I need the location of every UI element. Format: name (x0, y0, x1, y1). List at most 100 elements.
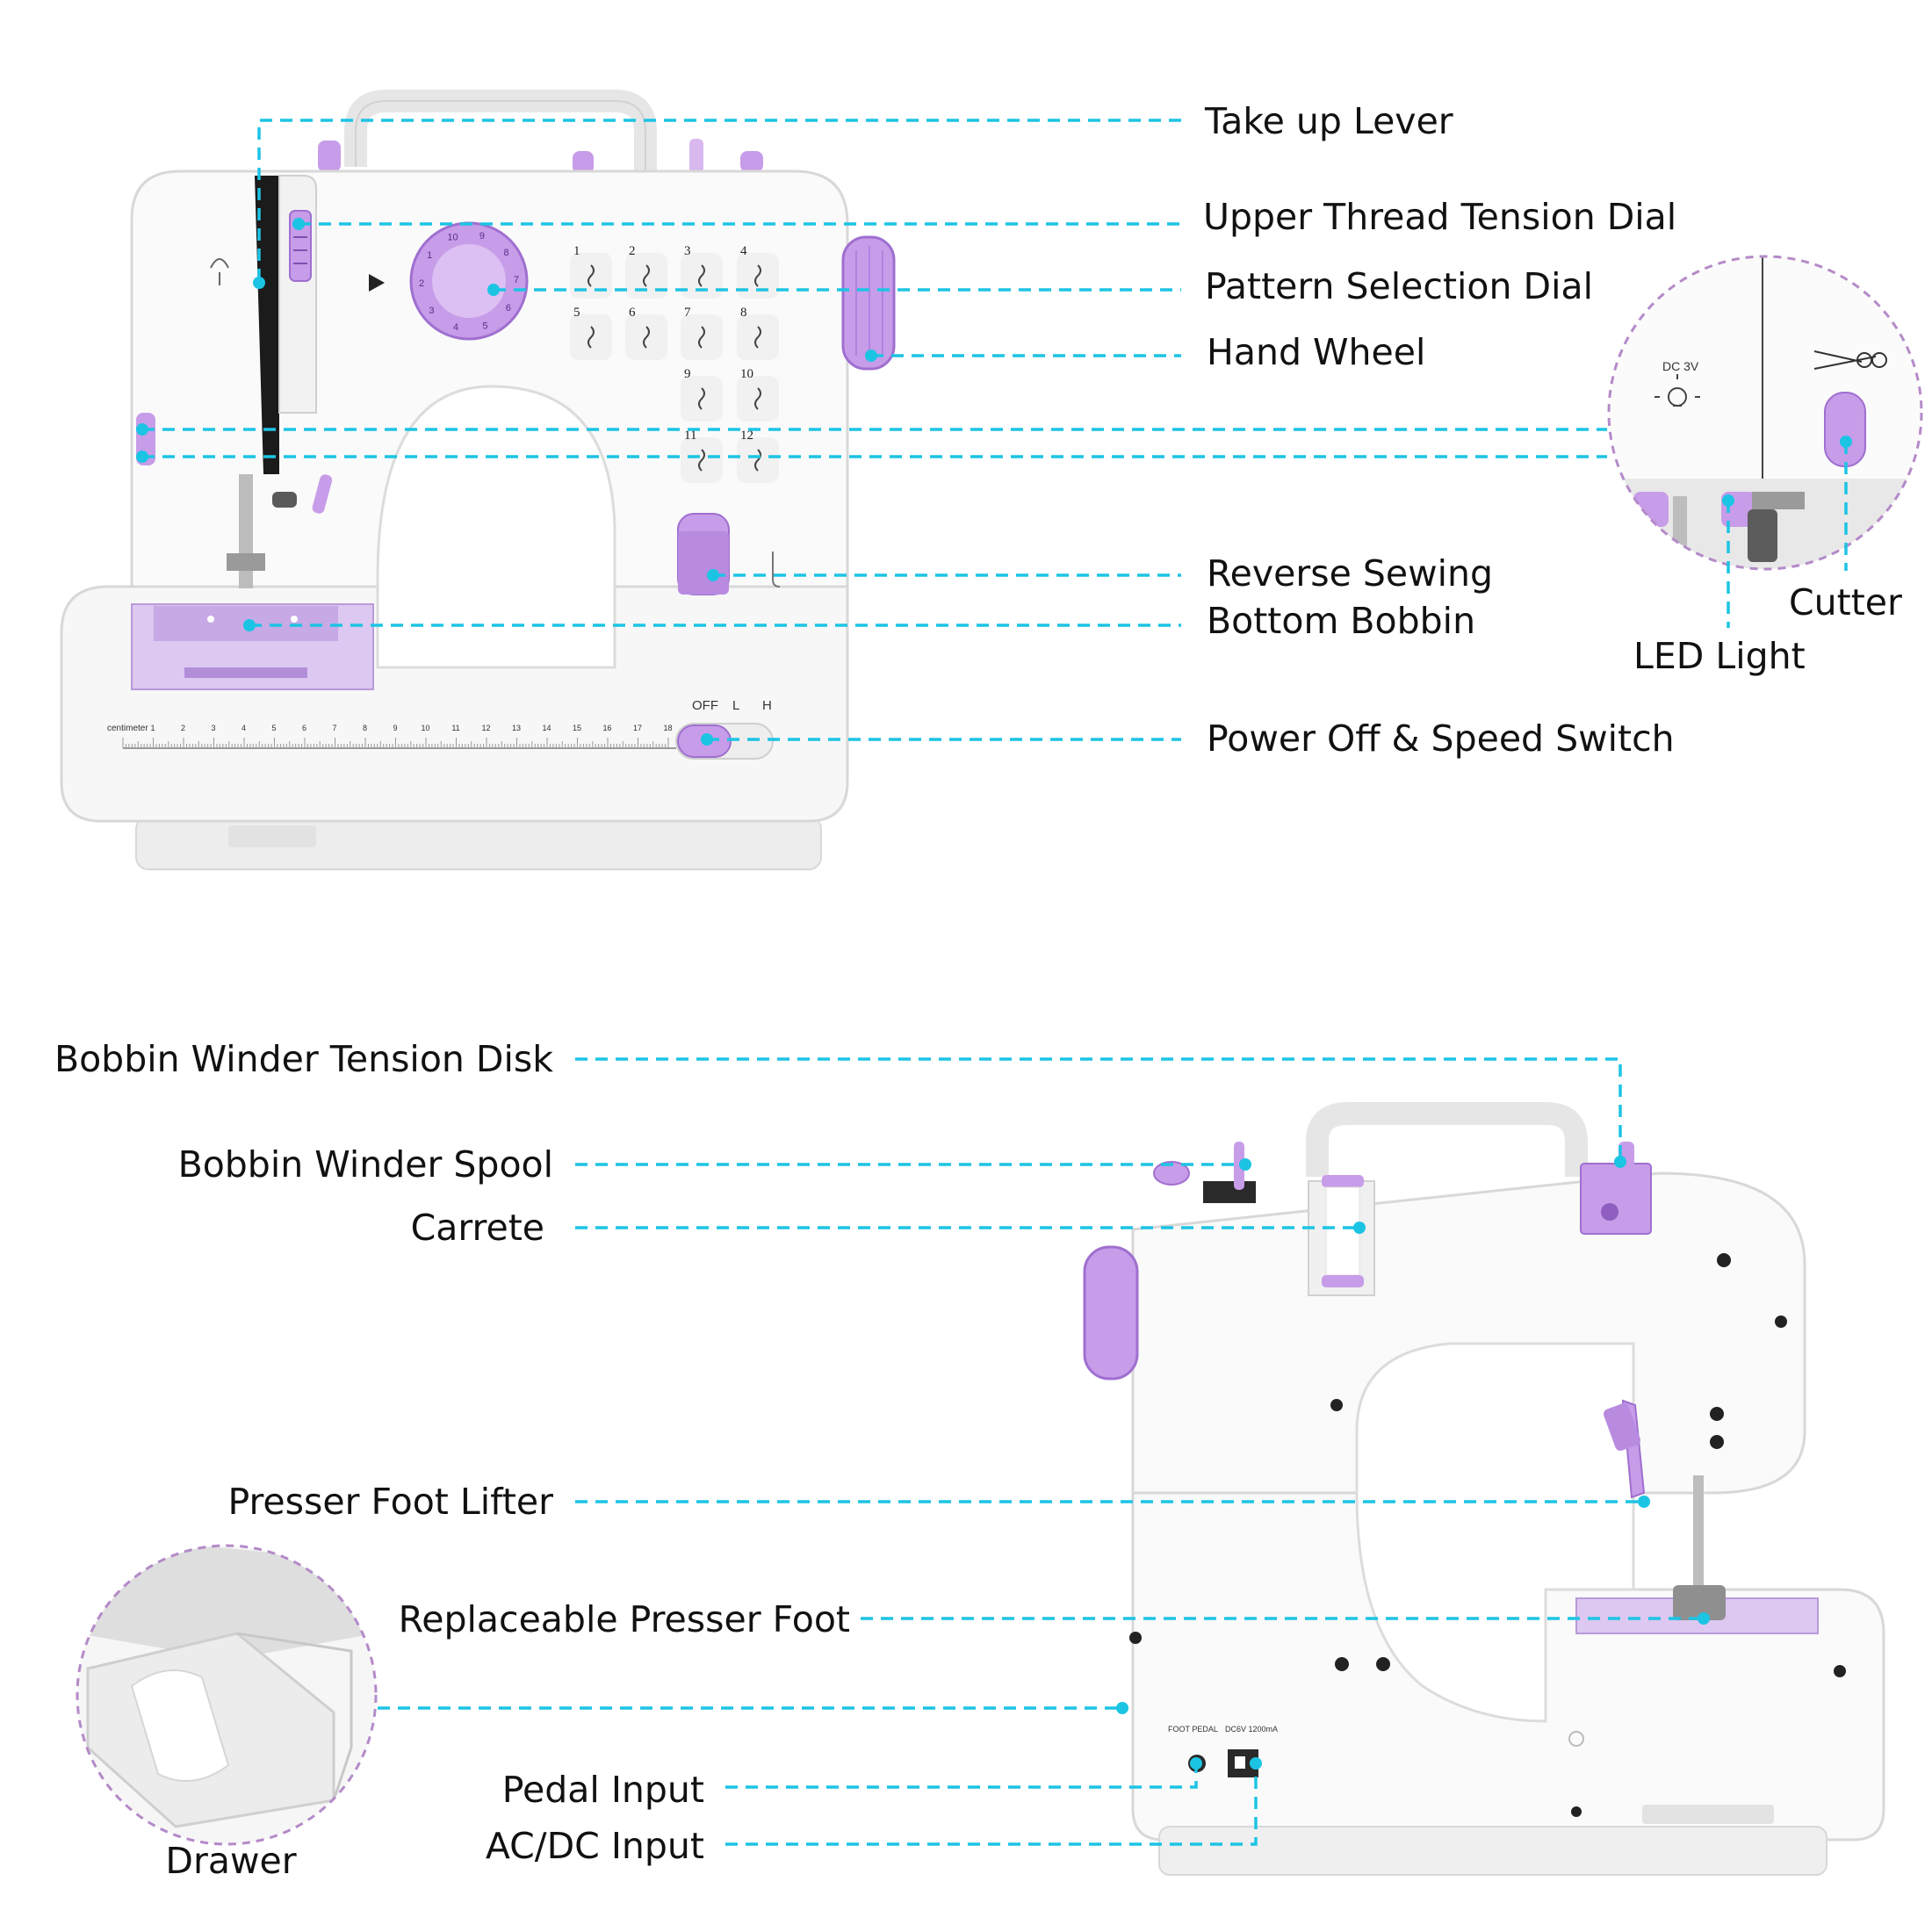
pattern-number: 12 (740, 429, 753, 443)
pattern-number: 1 (573, 244, 580, 258)
switch-high-label: H (762, 698, 772, 713)
ruler-tick-label: 3 (211, 724, 215, 732)
stitch-glyph-icon (698, 264, 705, 287)
dot-led-light (1722, 494, 1734, 507)
back-needle-bar (1693, 1475, 1704, 1590)
label-take-up-lever: Take up Lever (1204, 100, 1453, 142)
replaceable-presser-foot[interactable] (1673, 1585, 1726, 1620)
ruler-tick-label: 14 (542, 724, 551, 732)
dial-number: 3 (429, 306, 434, 316)
dial-number: 1 (427, 250, 432, 261)
thread-channel (255, 176, 279, 474)
back-arm-opening (1355, 1342, 1635, 1723)
bobbin-cover-latch (184, 667, 307, 678)
ruler-tick-label: 11 (451, 724, 459, 732)
leader-bobbin-winder-tension-disk (575, 1057, 1622, 1159)
drawer-ring (76, 1544, 378, 1846)
switch-low-label: L (732, 698, 739, 713)
ruler-tick-label: 8 (363, 724, 367, 732)
presser-foot-holder (227, 553, 265, 571)
power-port-label: DC6V 1200mA (1225, 1725, 1278, 1734)
carry-handle (344, 90, 657, 176)
pattern-number: 6 (629, 306, 636, 320)
ruler-tick-label: 2 (181, 724, 185, 732)
ruler-tick-label: 16 (602, 724, 611, 732)
ruler-tick-label: 10 (421, 724, 429, 732)
ruler-tick-label: 9 (393, 724, 397, 732)
back-base-foot (1158, 1826, 1827, 1876)
cutter-led-inset: DC 3V (1607, 255, 1923, 628)
pattern-number: 2 (629, 244, 636, 258)
thumb-screw (272, 492, 297, 508)
back-leader-lines (378, 1057, 1710, 1846)
top-knob-left (318, 141, 341, 172)
stitch-glyph-icon (588, 264, 595, 287)
top-knob-right (740, 151, 763, 172)
dot-hand-wheel (865, 350, 877, 362)
dc-marking: DC 3V (1662, 359, 1699, 373)
pointer-arrow-icon (369, 274, 385, 292)
cutter-button[interactable] (1824, 392, 1866, 467)
pattern-number: 7 (684, 306, 691, 320)
back-base-slot (1642, 1805, 1774, 1824)
leader-take-up-lever (257, 119, 1181, 281)
needle-bar (239, 474, 253, 588)
back-machine: FOOT PEDAL DC6V 1200mA (1083, 1102, 1885, 1876)
bobbin-winder-spool[interactable] (1153, 1161, 1190, 1186)
carrete[interactable] (1325, 1186, 1360, 1276)
spool-recess (1203, 1181, 1256, 1203)
label-upper-thread-tension-dial: Upper Thread Tension Dial (1203, 196, 1676, 238)
label-reverse-sewing: Reverse Sewing (1207, 552, 1493, 595)
label-power-off-speed-switch: Power Off & Speed Switch (1207, 717, 1675, 760)
front-leader-lines (136, 119, 1607, 746)
stitch-glyph-icon (643, 264, 650, 287)
pattern-number: 5 (573, 306, 580, 320)
dial-number: 9 (479, 231, 485, 242)
dial-number: 6 (506, 303, 511, 314)
stitch-glyph-icon (754, 449, 761, 472)
pattern-dial-center (432, 244, 506, 318)
stitch-glyph-icon (754, 326, 761, 349)
bobbin-winder-tension-disk[interactable] (1580, 1163, 1652, 1235)
label-ac-dc-input: AC/DC Input (486, 1825, 704, 1867)
label-cutter: Cutter (1789, 581, 1902, 624)
dot-cutter (1840, 436, 1852, 448)
dial-number: 5 (482, 321, 487, 332)
label-pattern-selection-dial: Pattern Selection Dial (1205, 265, 1593, 307)
drawer-inset (76, 1544, 378, 1846)
label-bobbin-winder-spool: Bobbin Winder Spool (178, 1143, 553, 1186)
spool-pin (689, 139, 703, 174)
label-presser-foot-lifter: Presser Foot Lifter (227, 1481, 553, 1523)
dot-bottom-bobbin (243, 619, 256, 631)
carrete-cap-top (1322, 1175, 1364, 1187)
ruler-tick-label: 7 (332, 724, 336, 732)
label-bottom-bobbin: Bottom Bobbin (1207, 600, 1475, 642)
dot-pattern-dial (487, 284, 500, 296)
ruler-tick-label: 12 (481, 724, 490, 732)
stitch-glyph-icon (754, 387, 761, 410)
inset-ring (1607, 255, 1923, 571)
label-replaceable-presser-foot: Replaceable Presser Foot (399, 1598, 850, 1640)
pattern-number: 3 (684, 244, 691, 258)
top-knob-mid (573, 151, 594, 174)
stitch-glyph-icon (643, 326, 650, 349)
pattern-number: 8 (740, 306, 747, 320)
dial-number: 7 (514, 275, 519, 285)
leader-pedal-input (725, 1763, 1198, 1789)
presser-lever-front (312, 474, 333, 514)
front-base-slot (228, 825, 316, 847)
ruler-tick-label: 18 (663, 724, 672, 732)
dial-number: 2 (419, 278, 424, 289)
ruler-unit-label: centimeter (107, 724, 148, 733)
ruler-tick-label: 17 (633, 724, 642, 732)
stitch-glyph-icon (698, 326, 705, 349)
back-hand-wheel[interactable] (1083, 1245, 1139, 1381)
carrete-cap-bottom (1322, 1275, 1364, 1287)
foot-pedal-port-label: FOOT PEDAL (1168, 1725, 1218, 1734)
ruler-tick-label: 5 (271, 724, 276, 732)
